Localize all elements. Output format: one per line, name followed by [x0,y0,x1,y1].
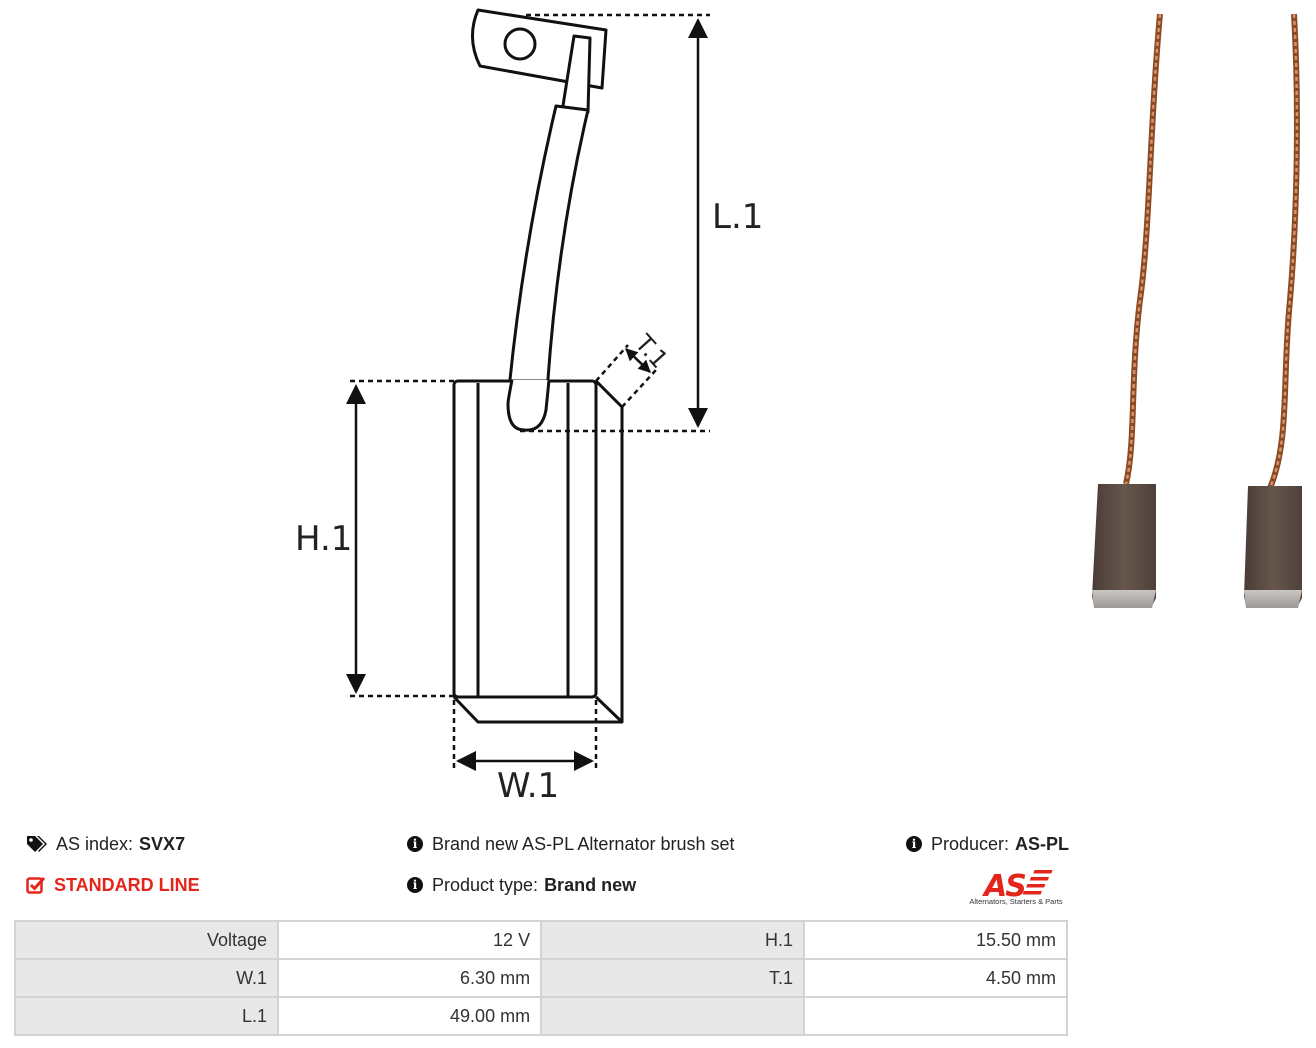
label-w1: W.1 [497,766,559,806]
t1-dimension [625,348,651,373]
description-text: Brand new AS-PL Alternator brush set [432,834,735,854]
product-type-label: Product type: [432,875,539,895]
lead-wire-end [506,379,551,432]
product-photo [1092,13,1302,608]
info-icon: i [407,877,423,893]
tags-icon [27,836,47,852]
table-row: L.1 49.00 mm [13,996,1069,1036]
lead-wire [506,34,592,432]
standard-line-label: STANDARD LINE [54,875,200,895]
spec-value: 49.00 mm [277,996,543,1036]
label-l1: L.1 [712,197,763,237]
table-row: W.1 6.30 mm T.1 4.50 mm [13,958,1069,998]
dimension-arrows [346,17,708,771]
spec-key: H.1 [540,920,805,960]
extension-lines [350,13,710,768]
spec-key [540,996,805,1036]
spec-table: Voltage 12 V H.1 15.50 mm W.1 6.30 mm T.… [13,920,1069,1036]
spec-key: T.1 [540,958,805,998]
carbon-block [452,379,624,724]
logo-tagline: Alternators, Starters & Parts [969,897,1063,906]
as-pl-logo: AS [982,869,1053,904]
as-index-value: SVX7 [139,834,186,854]
product-type: i Product type:Brand new [407,874,636,896]
spec-key: Voltage [13,920,280,960]
label-h1: H.1 [295,519,352,559]
spec-value: 4.50 mm [802,958,1069,998]
as-index-label: AS index: [56,834,134,854]
spec-value: 12 V [277,920,543,960]
as-index: AS index:SVX7 [26,833,185,855]
brush-dimension-drawing: L.1 H.1 W.1 T.1 [295,8,1302,806]
checkbox-checked-icon [26,876,46,894]
info-icon: i [407,836,423,852]
producer: i Producer:AS-PL [906,833,1069,855]
producer-value: AS-PL [1015,834,1070,854]
spec-value: 15.50 mm [802,920,1069,960]
description: i Brand new AS-PL Alternator brush set [407,833,735,855]
label-t1: T.1 [629,329,674,374]
standard-line: STANDARD LINE [26,874,200,896]
product-type-value: Brand new [544,875,637,895]
table-row: Voltage 12 V H.1 15.50 mm [13,920,1069,960]
spec-key: W.1 [13,958,280,998]
spec-value [802,996,1069,1036]
producer-label: Producer: [931,834,1010,854]
spec-key: L.1 [13,996,280,1036]
svg-text:AS: AS [982,869,1025,904]
spec-value: 6.30 mm [277,958,543,998]
info-icon: i [906,836,922,852]
